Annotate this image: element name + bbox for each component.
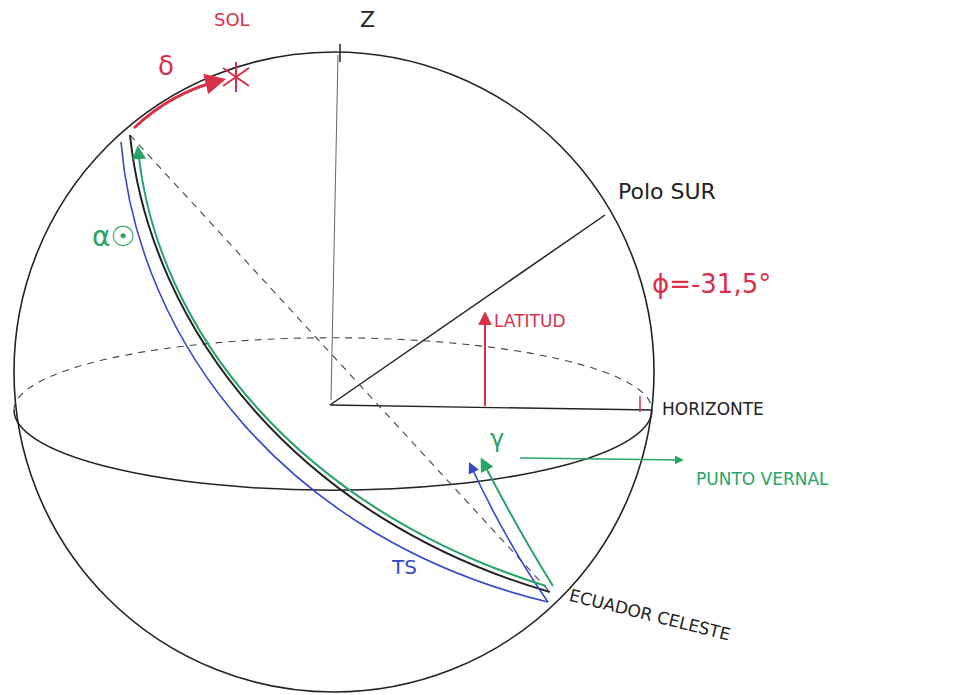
vernal-symbol: γ (490, 426, 504, 452)
zenith-label: Z (360, 8, 375, 32)
ra-arc-end (482, 460, 553, 586)
ts-arc (121, 142, 548, 602)
equator-back (130, 135, 550, 592)
latitude-value: ϕ=-31,5° (652, 270, 771, 299)
ts-arc-end (470, 464, 548, 602)
declination-label: δ (158, 52, 174, 81)
right-ascension-label: α☉ (92, 222, 136, 253)
declination-arc (134, 80, 222, 128)
vernal-leader (520, 458, 682, 460)
celestial-equator (130, 135, 550, 592)
horizon-back (14, 338, 652, 410)
sun-label: SOL (214, 10, 250, 30)
horizon-label: HORIZONTE (662, 400, 764, 419)
ra-arc (138, 148, 546, 586)
pole-axis (330, 215, 605, 405)
vernal-label: PUNTO VERNAL (696, 470, 829, 489)
pole-label: Polo SUR (618, 180, 716, 204)
latitude-arrow (484, 314, 486, 406)
equator-label: ECUADOR CELESTE (567, 586, 732, 644)
sidereal-time-label: TS (392, 556, 417, 578)
latitude-label: LATITUD (494, 312, 566, 331)
sphere-outline (14, 52, 654, 692)
zenith-tick (339, 44, 341, 62)
latitude-tick (639, 396, 641, 412)
zenith-axis (331, 55, 338, 400)
sun-symbol (223, 62, 249, 92)
